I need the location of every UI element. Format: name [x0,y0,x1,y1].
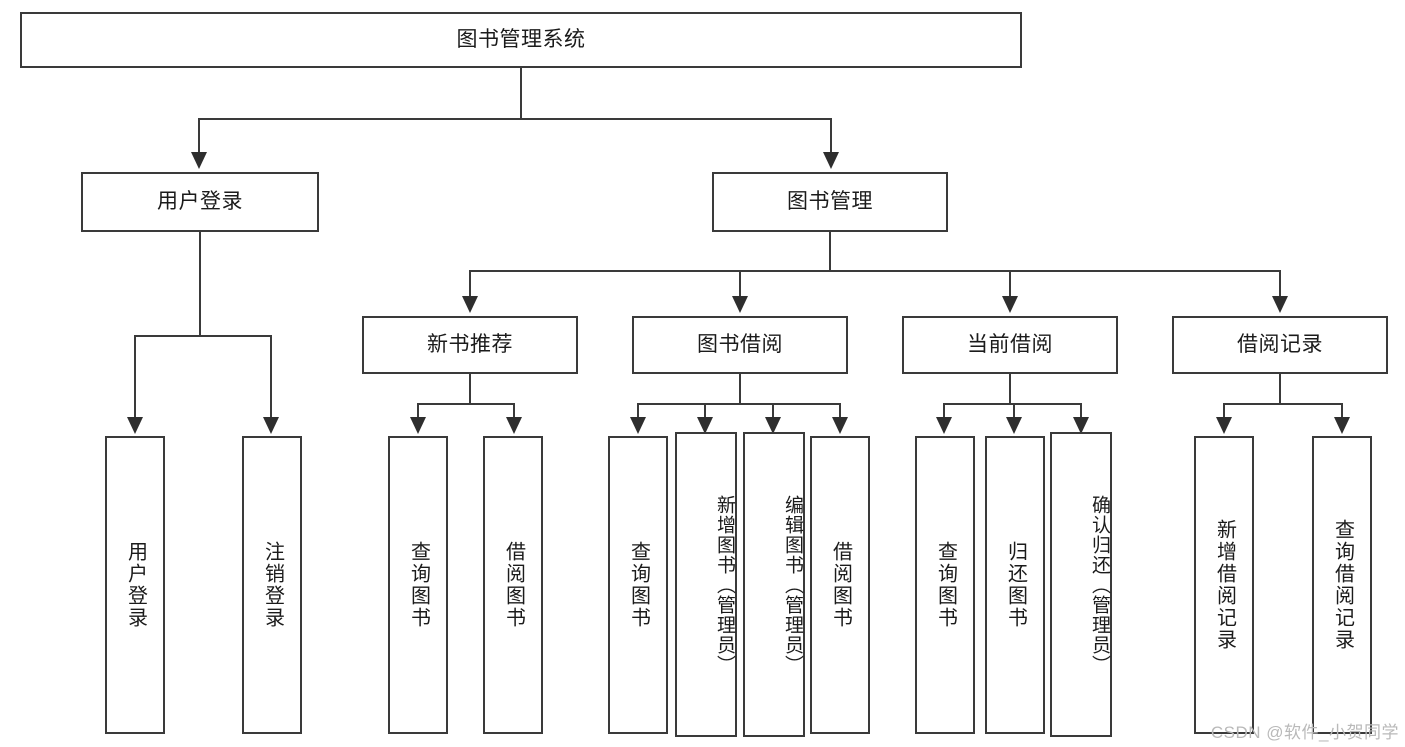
connector-book-borrow-bar [637,403,841,405]
connector-current-borrow-leaf3 [1080,403,1082,419]
arrow-root-to-book-mgmt [823,152,839,169]
node-book-management-label: 图书管理 [787,189,873,213]
connector-new-book-leaf1 [417,403,419,419]
node-borrow-record-label: 借阅记录 [1237,332,1323,356]
arrow-borrow-record-leaf2 [1334,417,1350,434]
connector-book-borrow-leaf3 [772,403,774,419]
arrow-new-book-leaf2 [506,417,522,434]
node-user-login-label: 用户登录 [157,189,243,213]
connector-book-borrow-leaf1 [637,403,639,419]
arrow-new-book-leaf1 [410,417,426,434]
connector-new-book-leaf2 [513,403,515,419]
leaf-label: 借阅图书 [502,541,525,629]
leaf-book-borrow-edit[interactable]: 编辑图书（管理员） [743,432,805,737]
node-borrow-record[interactable]: 借阅记录 [1172,316,1388,374]
connector-book-mgmt-to-new-book [469,270,471,298]
leaf-book-borrow-query[interactable]: 查询图书 [608,436,668,734]
arrow-book-mgmt-to-current [1002,296,1018,313]
arrow-book-borrow-leaf4 [832,417,848,434]
connector-borrow-record-leaf1 [1223,403,1225,419]
leaf-label: 注销登录 [261,541,284,629]
connector-book-mgmt-bar [469,270,1281,272]
arrow-book-mgmt-to-new-book [462,296,478,313]
leaf-label: 确认归还（管理员） [1089,494,1110,675]
connector-book-mgmt-to-current [1009,270,1011,298]
node-book-borrow-label: 图书借阅 [697,332,783,356]
connector-new-book-stem [469,374,471,403]
node-user-login[interactable]: 用户登录 [81,172,319,232]
leaf-label: 查询图书 [627,541,650,629]
leaf-user-login-logout[interactable]: 注销登录 [242,436,302,734]
connector-book-borrow-stem [739,374,741,403]
leaf-label: 新增图书（管理员） [714,494,735,675]
connector-root-to-book-mgmt [830,118,832,154]
leaf-label: 查询图书 [407,541,430,629]
leaf-label: 归还图书 [1004,541,1027,629]
connector-borrow-record-stem [1279,374,1281,403]
leaf-label: 借阅图书 [829,541,852,629]
leaf-borrow-record-query[interactable]: 查询借阅记录 [1312,436,1372,734]
leaf-current-borrow-return[interactable]: 归还图书 [985,436,1045,734]
node-book-borrow[interactable]: 图书借阅 [632,316,848,374]
leaf-label: 编辑图书（管理员） [782,494,803,675]
connector-borrow-record-bar [1223,403,1343,405]
connector-user-login-leaf1 [134,335,136,419]
node-book-management[interactable]: 图书管理 [712,172,948,232]
leaf-current-borrow-confirm[interactable]: 确认归还（管理员） [1050,432,1112,737]
leaf-book-borrow-add[interactable]: 新增图书（管理员） [675,432,737,737]
node-root[interactable]: 图书管理系统 [20,12,1022,68]
leaf-user-login-login[interactable]: 用户登录 [105,436,165,734]
connector-new-book-bar [417,403,515,405]
node-current-borrow-label: 当前借阅 [967,332,1053,356]
arrow-current-borrow-leaf1 [936,417,952,434]
arrow-user-login-leaf1 [127,417,143,434]
connector-borrow-record-leaf2 [1341,403,1343,419]
leaf-label: 查询图书 [934,541,957,629]
connector-book-borrow-leaf2 [704,403,706,419]
node-new-book-recommend[interactable]: 新书推荐 [362,316,578,374]
leaf-label: 查询借阅记录 [1331,519,1354,651]
connector-user-login-bar [134,335,272,337]
arrow-borrow-record-leaf1 [1216,417,1232,434]
connector-root-stem [520,68,522,118]
leaf-book-borrow-borrow[interactable]: 借阅图书 [810,436,870,734]
arrow-book-borrow-leaf2 [697,417,713,434]
connector-user-login-leaf2 [270,335,272,419]
connector-current-borrow-stem [1009,374,1011,403]
node-current-borrow[interactable]: 当前借阅 [902,316,1118,374]
arrow-book-borrow-leaf1 [630,417,646,434]
leaf-label: 用户登录 [124,541,147,629]
arrow-current-borrow-leaf2 [1006,417,1022,434]
arrow-book-borrow-leaf3 [765,417,781,434]
arrow-root-to-user-login [191,152,207,169]
arrow-current-borrow-leaf3 [1073,417,1089,434]
leaf-current-borrow-query[interactable]: 查询图书 [915,436,975,734]
connector-root-to-user-login [198,118,200,154]
connector-user-login-stem [199,232,201,335]
leaf-borrow-record-add[interactable]: 新增借阅记录 [1194,436,1254,734]
arrow-user-login-leaf2 [263,417,279,434]
leaf-label: 新增借阅记录 [1213,519,1236,651]
connector-current-borrow-leaf1 [943,403,945,419]
connector-book-mgmt-to-record [1279,270,1281,298]
connector-root-bar [198,118,832,120]
connector-current-borrow-bar [943,403,1081,405]
leaf-new-book-query[interactable]: 查询图书 [388,436,448,734]
arrow-book-mgmt-to-record [1272,296,1288,313]
arrow-book-mgmt-to-borrow [732,296,748,313]
connector-book-mgmt-stem [829,232,831,270]
connector-current-borrow-leaf2 [1013,403,1015,419]
node-root-label: 图书管理系统 [456,27,586,51]
connector-book-mgmt-to-borrow [739,270,741,298]
node-new-book-recommend-label: 新书推荐 [427,332,513,356]
connector-book-borrow-leaf4 [839,403,841,419]
leaf-new-book-borrow[interactable]: 借阅图书 [483,436,543,734]
